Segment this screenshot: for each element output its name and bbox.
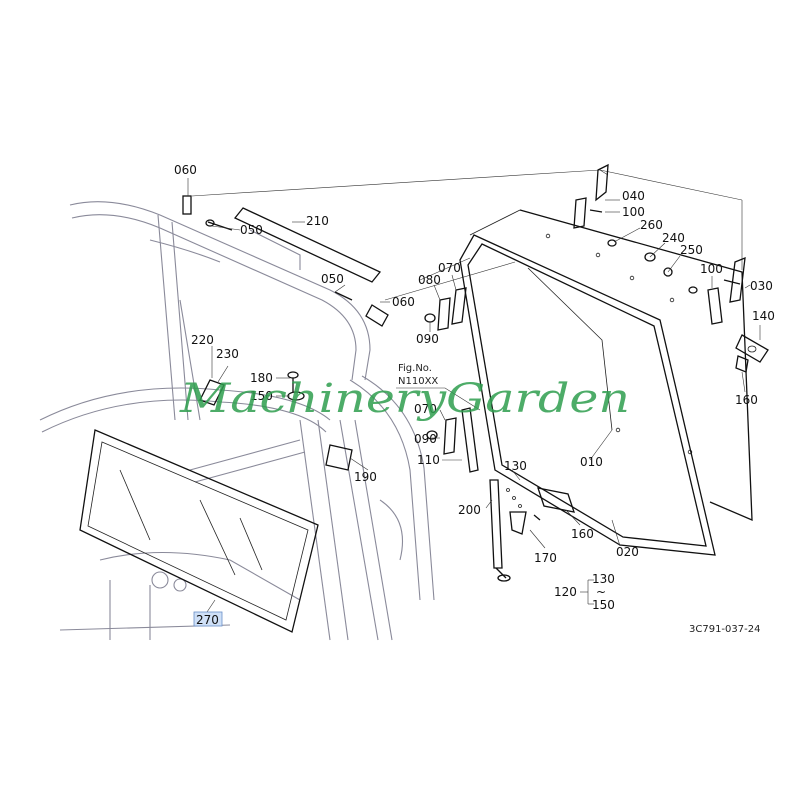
fig-no-label: Fig.No.	[398, 363, 432, 374]
cab-frame	[39, 201, 435, 641]
label-170: 170	[534, 551, 557, 565]
label-250: 250	[680, 243, 703, 257]
drawing-code: 3C791-037-24	[689, 624, 760, 635]
watermark: MachineryGarden	[179, 376, 630, 422]
rear-window-glass	[79, 429, 319, 633]
label-270-highlight	[193, 611, 223, 627]
label-120: 120	[554, 585, 577, 599]
label-130: 130	[504, 459, 527, 473]
label-080: 080	[418, 273, 441, 287]
label-090: 090	[414, 432, 437, 446]
label-270: 270	[196, 613, 219, 627]
label-150: 150	[250, 389, 273, 403]
label-150-range: 150	[592, 598, 615, 612]
label-060: 060	[392, 295, 415, 309]
label-070: 070	[438, 261, 461, 275]
fig-number: N110XX	[398, 376, 438, 387]
part-labels: 060 050 210 050 060 080 070 090 040 100 …	[174, 163, 775, 627]
label-190: 190	[354, 470, 377, 484]
label-180: 180	[250, 371, 273, 385]
label-260: 260	[640, 218, 663, 232]
label-070: 070	[414, 402, 437, 416]
label-230: 230	[216, 347, 239, 361]
hinge-pins-left	[182, 195, 389, 471]
label-030: 030	[750, 279, 773, 293]
label-140: 140	[752, 309, 775, 323]
label-range-tilde: ~	[596, 585, 606, 599]
label-160: 160	[571, 527, 594, 541]
door-glass-panel	[469, 209, 753, 522]
label-200: 200	[458, 503, 481, 517]
label-100: 100	[700, 262, 723, 276]
label-040: 040	[622, 189, 645, 203]
leader-lines	[187, 178, 761, 613]
guide-lines	[191, 169, 743, 301]
upper-hinges	[573, 163, 769, 373]
label-160: 160	[735, 393, 758, 407]
label-210: 210	[306, 214, 329, 228]
label-220: 220	[191, 333, 214, 347]
mid-hinges	[424, 287, 479, 473]
label-050: 050	[240, 223, 263, 237]
label-240: 240	[662, 231, 685, 245]
label-020: 020	[616, 545, 639, 559]
label-090: 090	[416, 332, 439, 346]
label-130-range: 130	[592, 572, 615, 586]
figure-reference: Fig.No. N110XX 3C791-037-24	[396, 363, 760, 635]
label-050: 050	[321, 272, 344, 286]
label-060: 060	[174, 163, 197, 177]
label-110: 110	[417, 453, 440, 467]
label-100: 100	[622, 205, 645, 219]
gas-strut-and-latch	[489, 479, 575, 582]
seal-strip-210	[233, 207, 382, 283]
label-010: 010	[580, 455, 603, 469]
